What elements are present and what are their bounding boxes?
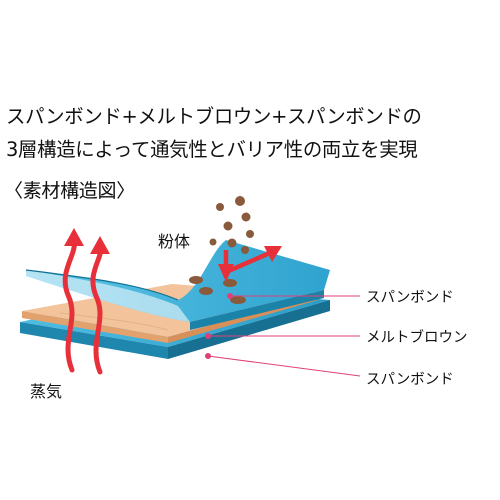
callout-dot-middle — [205, 333, 211, 339]
layer-label-top-spunbond: スパンボンド — [366, 290, 454, 306]
steam-arrow-left-head — [64, 228, 84, 246]
callout-line-bottom — [207, 355, 361, 377]
powder-label: 粉体 — [158, 232, 191, 251]
layer-label-meltblown: メルトブロウン — [366, 330, 468, 346]
headline: スパンボンド+メルトブロウン+スパンボンドの 3層構造によって通気性とバリア性の… — [6, 100, 498, 166]
headline-line-2: 3層構造によって通気性とバリア性の両立を実現 — [6, 138, 418, 161]
callout-dot-bottom — [205, 353, 211, 359]
layer-label-bottom-spunbond: スパンボンド — [366, 372, 454, 388]
callout-dot-top — [227, 293, 233, 299]
powder-deflection-arrow — [218, 246, 282, 282]
powder-particles — [189, 196, 254, 304]
steam-arrow-right-head — [90, 236, 110, 254]
headline-line-1: スパンボンド+メルトブロウン+スパンボンドの — [6, 105, 422, 128]
steam-arrow-left — [62, 235, 78, 373]
callout-lines — [205, 293, 361, 377]
steam-arrows — [62, 228, 110, 375]
steam-label: 蒸気 — [30, 382, 63, 401]
section-label: 〈素材構造図〉 — [4, 180, 135, 202]
steam-arrow-right — [90, 243, 104, 375]
